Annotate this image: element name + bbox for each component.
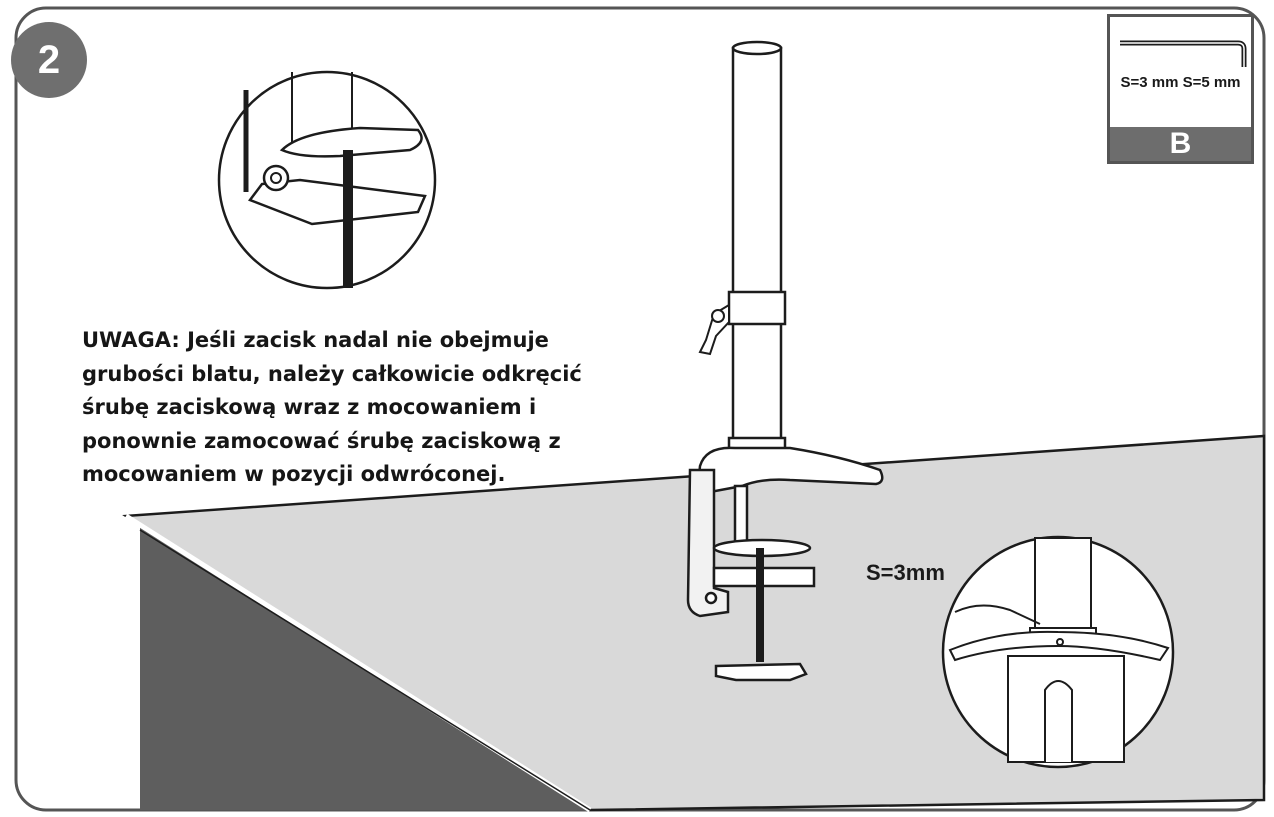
step-number-badge: 2 (11, 22, 87, 98)
detail-circle-top (217, 70, 437, 290)
desk-clamp (686, 446, 884, 682)
note-line: ponownie zamocować śrubę zaciskową z (82, 428, 561, 453)
tool-letter: B (1110, 127, 1251, 161)
callout-label: S=3mm (866, 560, 945, 585)
note-line: mocowaniem w pozycji odwróconej. (82, 462, 506, 486)
note-line: śrubę zaciskową wraz z mocowaniem i (82, 395, 537, 419)
monitor-pole (727, 40, 787, 458)
tool-sizes: S=3 mm S=5 mm (1120, 74, 1241, 91)
allen-key-icon (1120, 40, 1247, 67)
height-adjust-knob (698, 303, 730, 356)
detail-circle-bottom (941, 535, 1175, 769)
note-line: UWAGA: Jeśli zacisk nadal nie obejmuje (82, 328, 549, 352)
warning-note: UWAGA: Jeśli zacisk nadal nie obejmuje g… (82, 324, 602, 492)
note-line: grubości blatu, należy całkowicie odkręc… (82, 361, 582, 386)
tool-box: S=3 mm S=5 mm B (1107, 14, 1254, 164)
